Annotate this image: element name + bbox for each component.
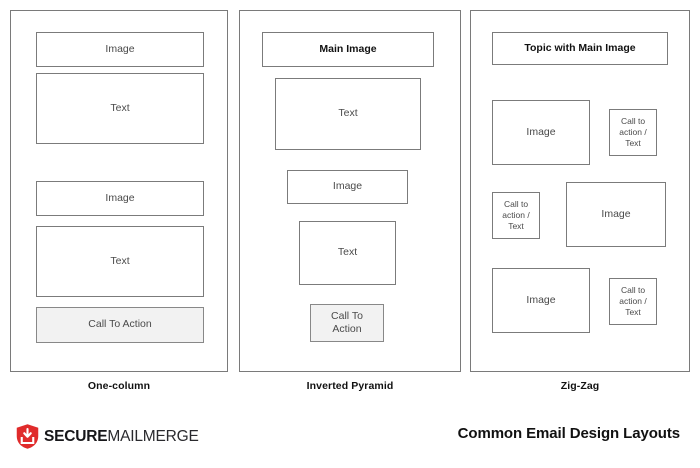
brand-word-secure: SECURE <box>44 427 108 445</box>
footer-title: Common Email Design Layouts <box>457 425 680 442</box>
column-label-zig-zag: Zig-Zag <box>560 380 600 392</box>
column-label-one-column: One-column <box>87 380 151 392</box>
wireframe-box-one-column-5: Call To Action <box>36 307 204 343</box>
wireframe-box-one-column-2: Text <box>36 73 204 144</box>
wireframe-box-one-column-4: Text <box>36 226 204 297</box>
brand-word-mailmerge: MAILMERGE <box>107 427 199 445</box>
shield-inbox-download-icon <box>16 424 39 449</box>
wireframe-box-one-column-1: Image <box>36 32 204 67</box>
wireframe-box-inverted-pyramid-3: Image <box>287 170 408 204</box>
column-label-inverted-pyramid: Inverted Pyramid <box>306 380 394 392</box>
wireframe-box-zig-zag-6: Image <box>492 268 590 333</box>
wireframe-box-inverted-pyramid-2: Text <box>275 78 421 150</box>
wireframe-box-zig-zag-5: Image <box>566 182 666 247</box>
wireframe-box-zig-zag-2: Image <box>492 100 590 165</box>
wireframe-box-zig-zag-1: Topic with Main Image <box>492 32 668 65</box>
brand-wordmark: SECUREMAILMERGE <box>44 429 199 445</box>
brand-logo: SECUREMAILMERGE <box>16 424 199 449</box>
footer: SECUREMAILMERGE Common Email Design Layo… <box>0 398 700 468</box>
wireframe-box-inverted-pyramid-1: Main Image <box>262 32 434 67</box>
wireframe-box-one-column-3: Image <box>36 181 204 216</box>
wireframe-box-inverted-pyramid-4: Text <box>299 221 396 285</box>
